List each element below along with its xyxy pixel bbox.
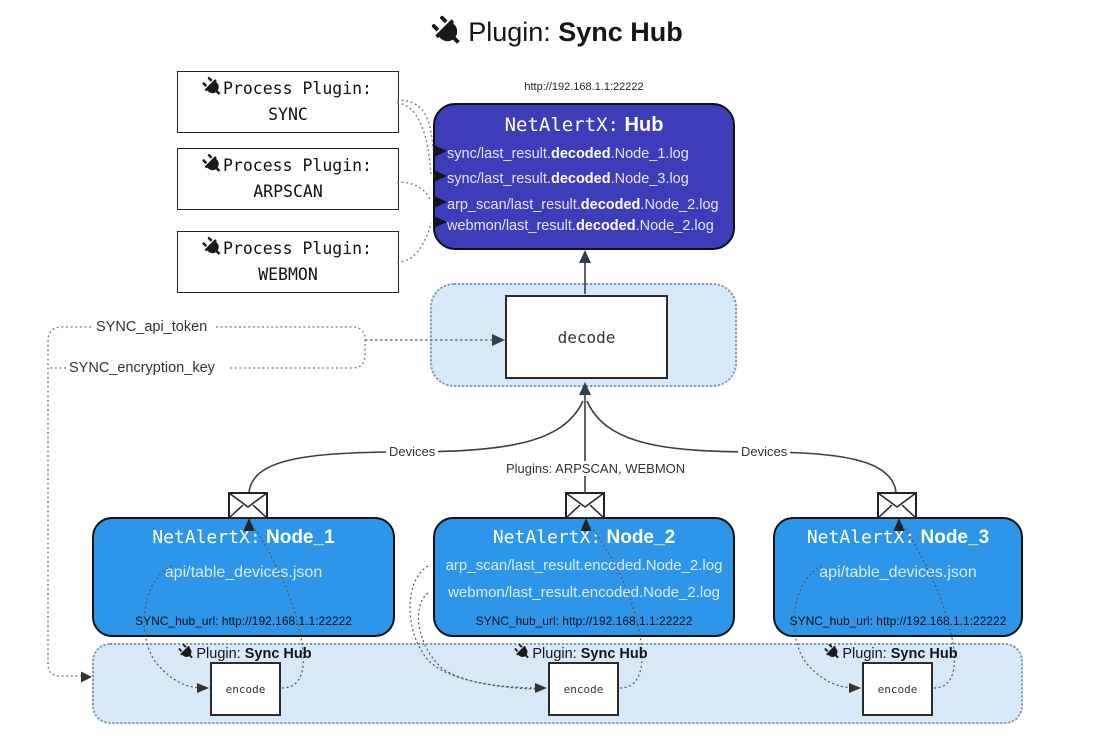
sync-encryption-key-label: SYNC_encryption_key: [66, 360, 218, 376]
title-name: Sync Hub: [558, 17, 683, 47]
process-plugin-name: ARPSCAN: [253, 182, 323, 201]
node-file: arp_scan/last_result.encoded.Node_2.log: [445, 557, 723, 574]
process-plugin-arpscan: Process Plugin: ARPSCAN: [177, 148, 399, 210]
plug-icon: [514, 643, 530, 659]
encoder-label: Plugin: Sync Hub: [512, 643, 652, 662]
hub-log-entry: sync/last_result.decoded.Node_1.log: [447, 146, 689, 162]
edge-label-plugins: Plugins: ARPSCAN, WEBMON: [503, 461, 685, 476]
process-plugin-name: SYNC: [268, 105, 308, 124]
node-hub-url: SYNC_hub_url: http://192.168.1.1:22222: [789, 614, 1007, 628]
node-hub-url: SYNC_hub_url: http://192.168.1.1:22222: [475, 614, 693, 628]
node-card-node-1: NetAlertX: Node_1 api/table_devices.json…: [92, 517, 395, 637]
page-title: Plugin: Sync Hub: [0, 15, 1117, 48]
encoder-label: Plugin: Sync Hub: [176, 643, 316, 662]
plug-icon: [432, 15, 461, 44]
encode-box: encode: [862, 662, 933, 716]
node-title: NetAlertX: Node_2: [492, 527, 676, 548]
node-file: api/table_devices.json: [819, 564, 977, 581]
hub-card: NetAlertX: Hub sync/last_result.decoded.…: [433, 103, 735, 250]
encoder-label: Plugin: Sync Hub: [822, 643, 962, 662]
hub-log-entry: webmon/last_result.decoded.Node_2.log: [447, 218, 714, 234]
plug-icon: [178, 643, 194, 659]
node-title: NetAlertX: Node_1: [152, 527, 335, 548]
envelope-icon: [228, 492, 268, 519]
node-title: NetAlertX: Node_3: [806, 527, 990, 548]
hub-log-entry: sync/last_result.decoded.Node_3.log: [447, 171, 689, 187]
plug-icon: [202, 237, 221, 256]
edge-label-devices-left: Devices: [386, 444, 439, 459]
encode-box: encode: [548, 662, 619, 716]
plug-icon: [202, 77, 221, 96]
envelope-icon: [565, 492, 605, 519]
node-file: api/table_devices.json: [164, 564, 323, 581]
process-plugin-label: Process Plugin:: [202, 76, 372, 102]
encode-box: encode: [210, 662, 281, 716]
process-plugin-label: Process Plugin:: [202, 153, 372, 179]
sync-api-token-label: SYNC_api_token: [93, 319, 211, 335]
envelope-icon: [877, 492, 917, 519]
decode-box: decode: [505, 295, 668, 379]
edge-label-devices-right: Devices: [738, 444, 791, 459]
process-plugin-webmon: Process Plugin: WEBMON: [177, 231, 399, 293]
process-plugin-label: Process Plugin:: [202, 236, 372, 262]
process-plugin-name: WEBMON: [258, 265, 318, 284]
node-file: webmon/last_result.encoded.Node_2.log: [448, 584, 720, 601]
hub-url: http://192.168.1.1:22222: [524, 81, 644, 93]
plug-icon: [824, 643, 840, 659]
plug-icon: [202, 154, 221, 173]
node-card-node-2: NetAlertX: Node_2 arp_scan/last_result.e…: [433, 517, 735, 637]
hub-title: NetAlertX: Hub: [504, 114, 664, 136]
node-card-node-3: NetAlertX: Node_3 api/table_devices.json…: [773, 517, 1023, 637]
process-plugin-sync: Process Plugin: SYNC: [177, 71, 399, 133]
hub-log-entry: arp_scan/last_result.decoded.Node_2.log: [447, 197, 719, 213]
title-prefix: Plugin:: [468, 17, 551, 47]
node-hub-url: SYNC_hub_url: http://192.168.1.1:22222: [135, 614, 352, 628]
